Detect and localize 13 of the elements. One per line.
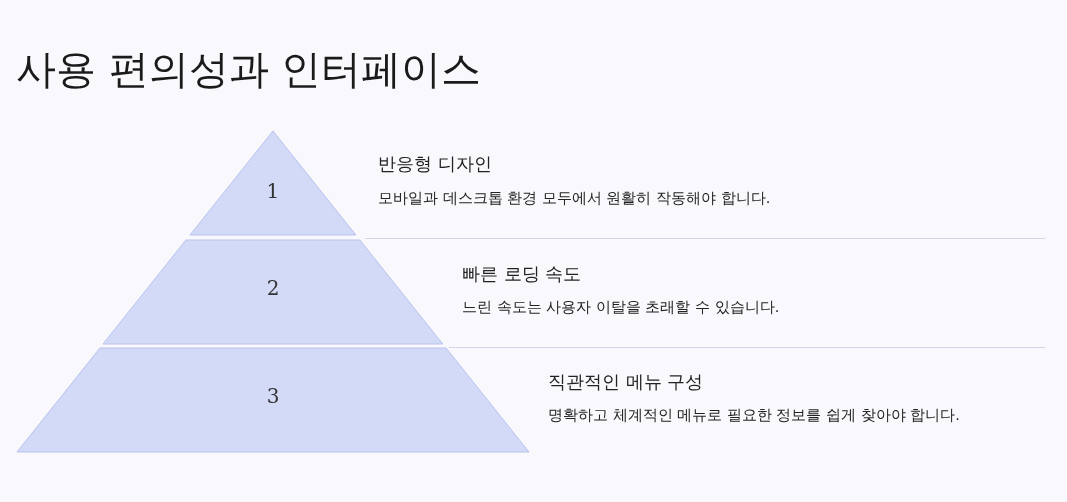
pyramid-level (17, 348, 529, 452)
page-title: 사용 편의성과 인터페이스 (16, 45, 482, 94)
level-heading: 직관적인 메뉴 구성 (548, 370, 704, 394)
level-heading: 반응형 디자인 (378, 152, 492, 176)
level-description: 명확하고 체계적인 메뉴로 필요한 정보를 쉽게 찾아야 합니다. (548, 406, 960, 425)
level-number: 2 (265, 276, 281, 300)
level-number: 1 (265, 179, 281, 203)
level-heading: 빠른 로딩 속도 (462, 262, 582, 286)
pyramid-level (190, 131, 356, 235)
level-description: 느린 속도는 사용자 이탈을 초래할 수 있습니다. (462, 298, 780, 317)
pyramid-level (103, 240, 443, 344)
level-description: 모바일과 데스크톱 환경 모두에서 원활히 작동해야 합니다. (378, 189, 771, 208)
level-number: 3 (265, 384, 281, 408)
